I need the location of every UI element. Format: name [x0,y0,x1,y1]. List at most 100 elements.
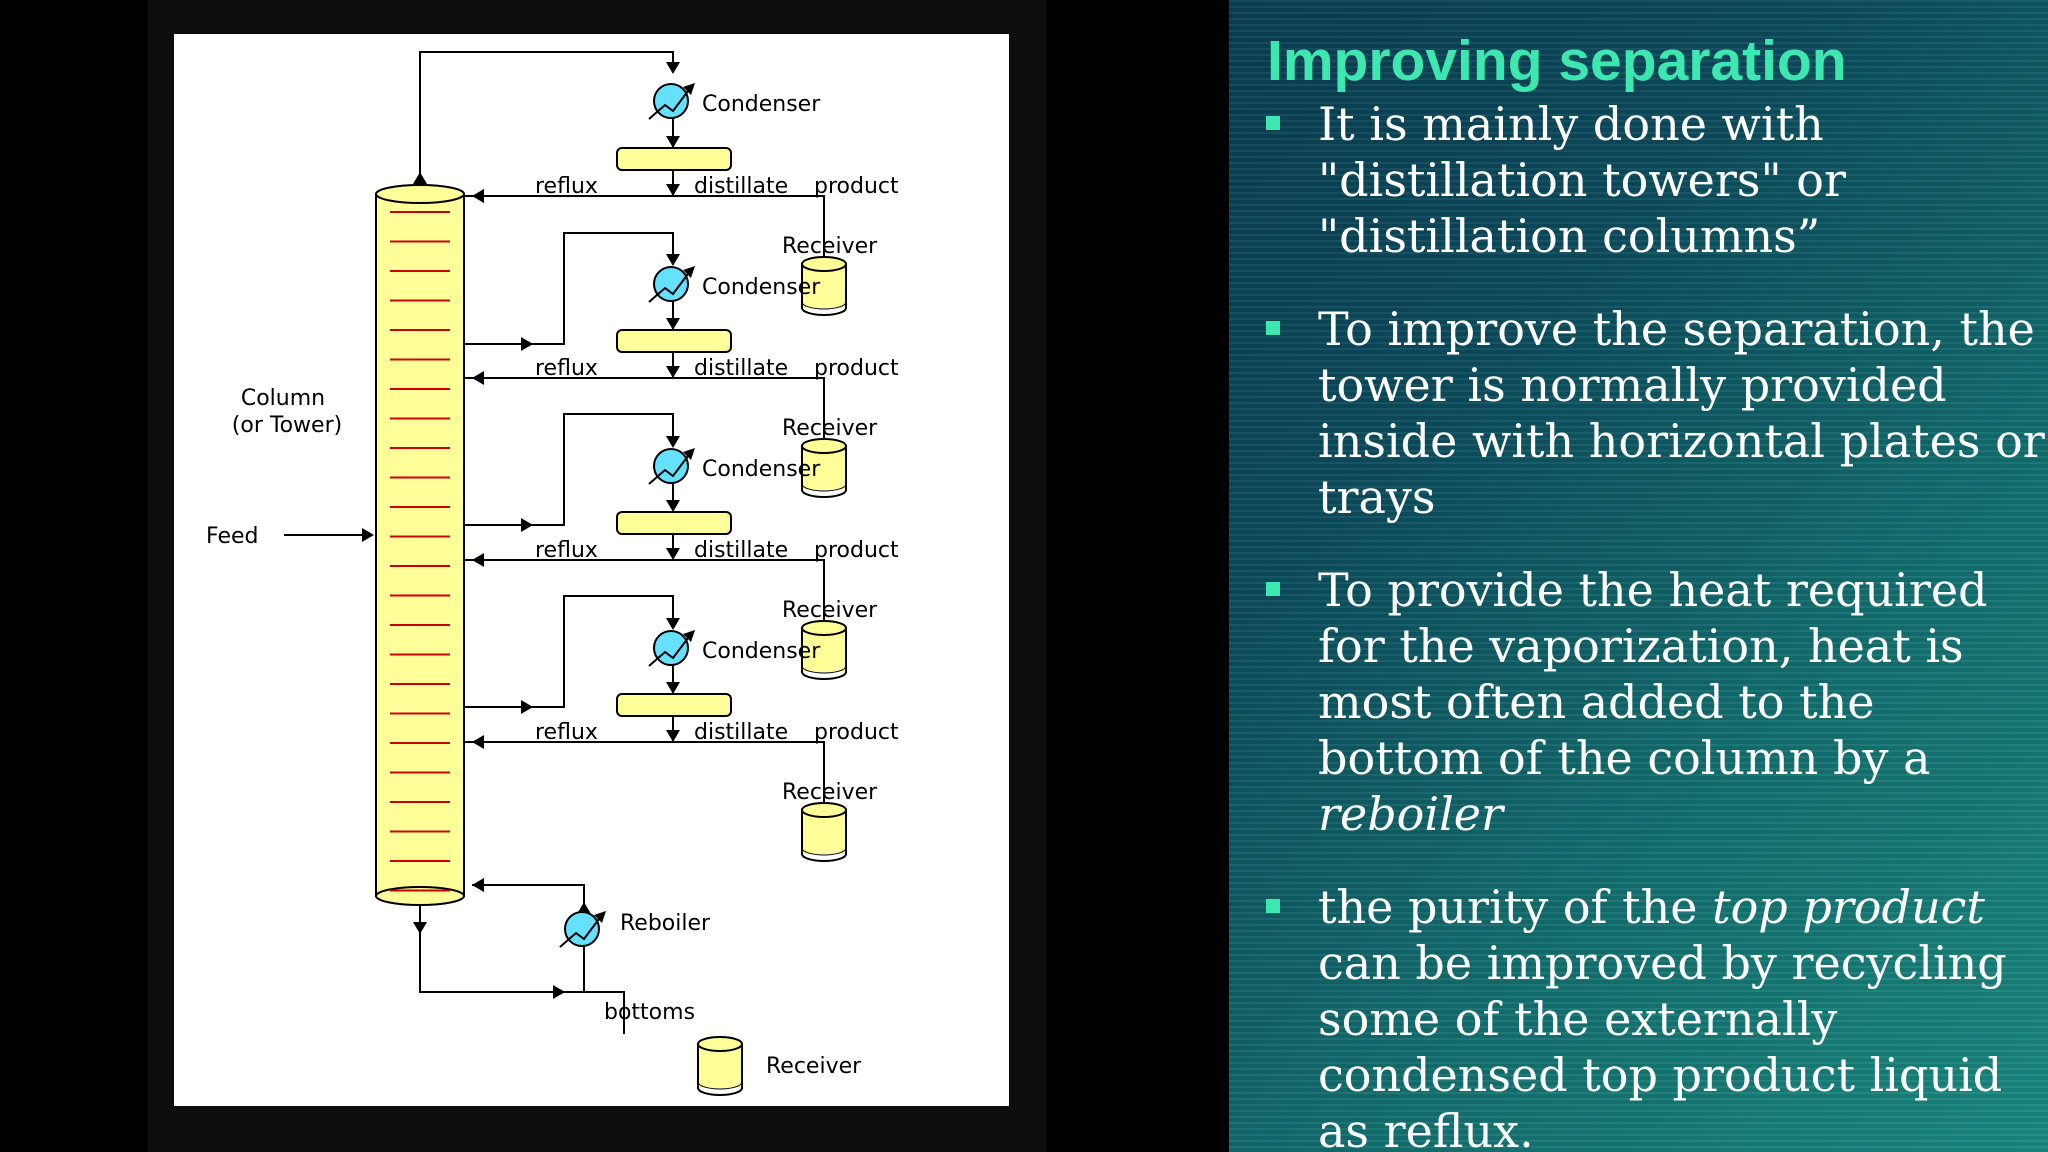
pipe-line [472,884,585,912]
flow-arrow [521,700,533,714]
heat-exchanger-icon [653,266,689,302]
diagram-label: Receiver [766,1054,862,1079]
column-top [375,184,465,204]
pipe-line [464,232,674,345]
pipe-line [464,413,674,526]
diagram-label: product [814,720,899,745]
coil-line [559,914,603,948]
flow-arrow [666,618,680,630]
diagram-label: Reboiler [620,911,711,936]
coil-line [648,269,692,303]
flow-arrow [666,318,680,330]
receiver-level [801,847,847,856]
receiver-level [801,483,847,492]
bullet-marker [1266,899,1280,913]
diagram-label: Condenser [702,92,821,117]
flow-arrow [362,528,374,542]
flow-arrow [413,922,427,934]
receiver-bottom [801,307,847,316]
pipe-line [419,904,625,1034]
receiver-level [801,301,847,310]
diagram-label: product [814,356,899,381]
diagram-label: product [814,174,899,199]
diagram-label: Feed [206,524,259,549]
diagram-label: reflux [535,356,598,381]
bullet-marker [1266,321,1280,335]
receiver-top [801,438,847,454]
bullet-marker [1266,116,1280,130]
flow-arrow [666,184,680,196]
flow-arrow [472,735,484,749]
diagram-label: Condenser [702,275,821,300]
flow-arrow [472,878,484,892]
heat-exchanger-icon [653,630,689,666]
diagram-label: distillate [694,356,788,381]
receiver-level [801,665,847,674]
bullet-text: It is mainly done with "distillation tow… [1318,97,1846,263]
reflux-drum [616,511,732,535]
diagram-label: reflux [535,538,598,563]
flow-arrow [666,730,680,742]
diagram-label: distillate [694,538,788,563]
pipe-line [464,195,825,264]
pipe-line [464,559,825,628]
coil-line [648,86,692,120]
bullet-list: It is mainly done with "distillation tow… [1247,96,2047,1152]
bullet-item: To improve the separation, the tower is … [1247,301,2047,525]
flow-arrow [666,254,680,266]
flow-arrow [413,172,427,184]
receiver-level [697,1081,743,1090]
reflux-drum [616,329,732,353]
flow-arrow [472,371,484,385]
coil-arrow [683,448,695,460]
flow-arrow [666,366,680,378]
heat-exchanger-icon [564,911,600,947]
coil-line [648,633,692,667]
emphasis-text: top product [1712,880,1985,934]
coil-arrow [683,630,695,642]
reflux-drum [616,693,732,717]
flow-arrow [521,518,533,532]
receiver-top [697,1036,743,1052]
diagram-label: (or Tower) [232,413,342,438]
bullet-item: the purity of the top product can be imp… [1247,879,2047,1152]
diagram-label: product [814,538,899,563]
flow-arrow [666,62,680,74]
flow-arrow [521,337,533,351]
receiver-bottom [801,853,847,862]
bullet-text: can be improved by recycling some of the… [1318,936,2007,1152]
bullet-item: To provide the heat required for the vap… [1247,562,2047,842]
coil-line [648,451,692,485]
bullet-text: the purity of the [1318,880,1713,934]
diagram-label: Condenser [702,457,821,482]
equipment [375,83,847,1096]
flow-arrow [472,189,484,203]
pipe-line [464,741,825,810]
heat-exchanger-icon [653,83,689,119]
flow-arrow [472,553,484,567]
diagram-label: Receiver [782,234,878,259]
coil-arrow [683,83,695,95]
receiver-bottom [801,489,847,498]
bullet-marker [1266,582,1280,596]
bullet-text: To improve the separation, the tower is … [1318,302,2045,524]
diagram-label: bottoms [604,1000,695,1025]
flow-arrow [666,136,680,148]
diagram-label: reflux [535,174,598,199]
piping-lines [284,51,825,1034]
pipe-line [464,377,825,446]
flow-arrow [666,500,680,512]
diagram-label: distillate [694,174,788,199]
diagram-label: Condenser [702,639,821,664]
flow-arrow [666,436,680,448]
receiver-top [801,256,847,272]
bullet-text: To provide the heat required for the vap… [1318,563,1988,785]
coil-arrow [594,911,606,923]
pipe-line [464,595,674,708]
coil-arrow [683,266,695,278]
diagram-label: Receiver [782,416,878,441]
emphasis-text: reboiler [1318,787,1503,841]
